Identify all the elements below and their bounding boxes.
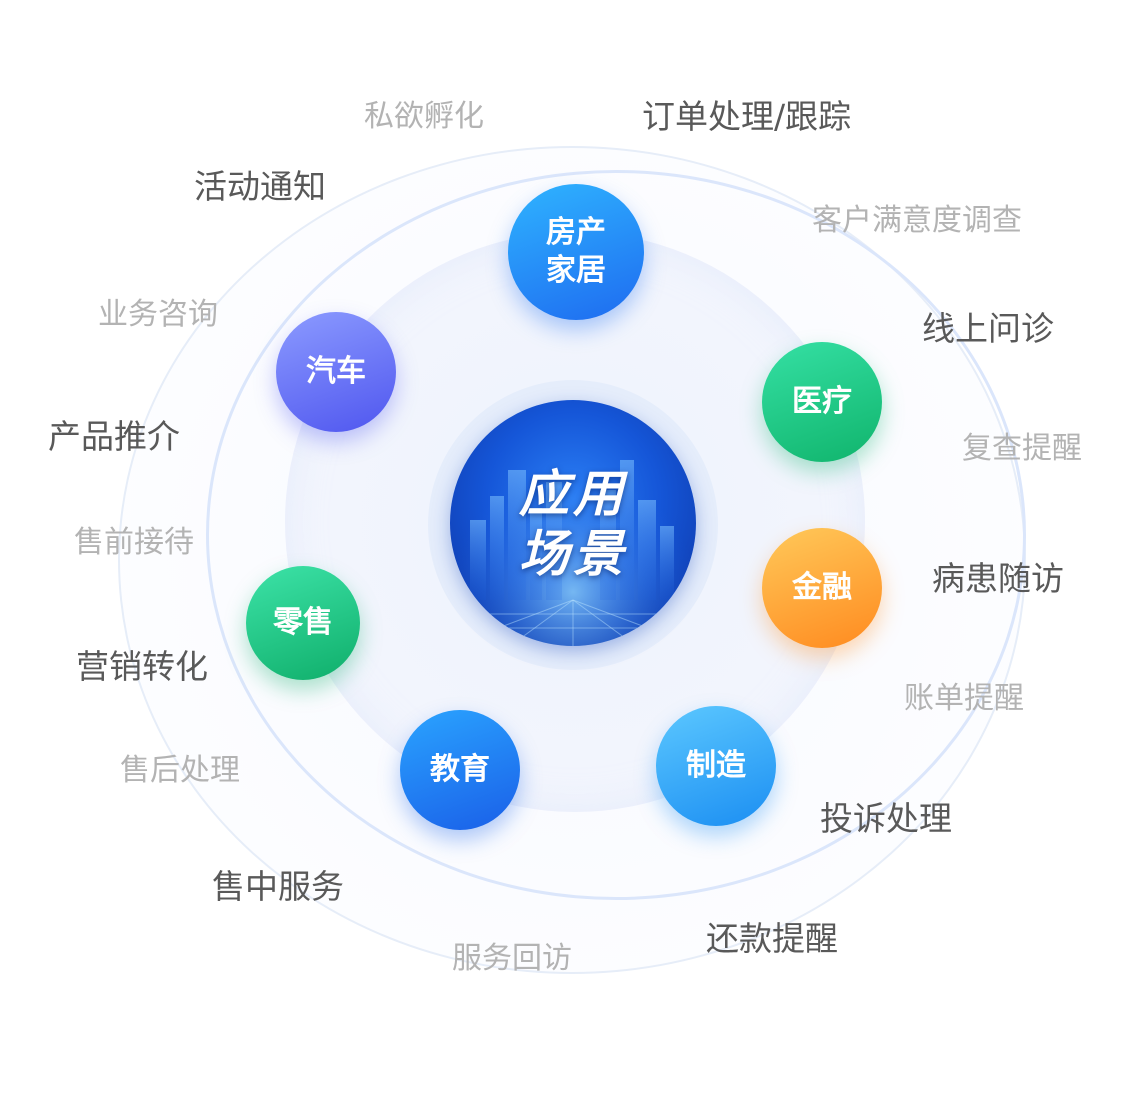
category-label: 医疗 [792,384,852,419]
scenario-label: 线上问诊 [922,309,1054,348]
scenario-label: 私欲孵化 [364,99,484,134]
scenario-label: 复查提醒 [962,431,1082,466]
city-skyline-graphic [450,400,696,646]
category-label: 制造 [686,748,746,783]
category-label: 零售 [273,605,333,640]
scenario-label: 订单处理/跟踪 [642,97,852,136]
scenario-label: 客户满意度调查 [812,203,1022,238]
scenario-label: 服务回访 [452,941,572,976]
scenario-label: 营销转化 [76,647,208,686]
scenario-label: 售中服务 [212,867,344,906]
category-node-education[interactable]: 教育 [400,710,520,830]
category-node-medical[interactable]: 医疗 [762,342,882,462]
center-hub: 应用 场景 [450,400,696,646]
category-label: 教育 [430,752,490,787]
category-label: 汽车 [306,354,366,389]
scenario-label: 产品推介 [48,417,180,456]
category-node-manufacturing[interactable]: 制造 [656,706,776,826]
category-label: 房产 家居 [546,215,606,288]
category-label: 金融 [792,570,852,605]
scenario-label: 业务咨询 [98,297,218,332]
category-node-real-estate-home[interactable]: 房产 家居 [508,184,644,320]
middle-ring [206,170,1026,900]
scenario-label: 账单提醒 [904,681,1024,716]
scenario-label: 投诉处理 [820,799,952,838]
scenario-label: 售后处理 [120,753,240,788]
center-title: 应用 场景 [519,465,627,583]
scenario-label: 病患随访 [932,559,1064,598]
scenario-label: 售前接待 [74,525,194,560]
scenario-label: 活动通知 [194,167,326,206]
category-node-car[interactable]: 汽车 [276,312,396,432]
scenario-label: 还款提醒 [706,919,838,958]
category-node-retail[interactable]: 零售 [246,566,360,680]
category-node-finance[interactable]: 金融 [762,528,882,648]
